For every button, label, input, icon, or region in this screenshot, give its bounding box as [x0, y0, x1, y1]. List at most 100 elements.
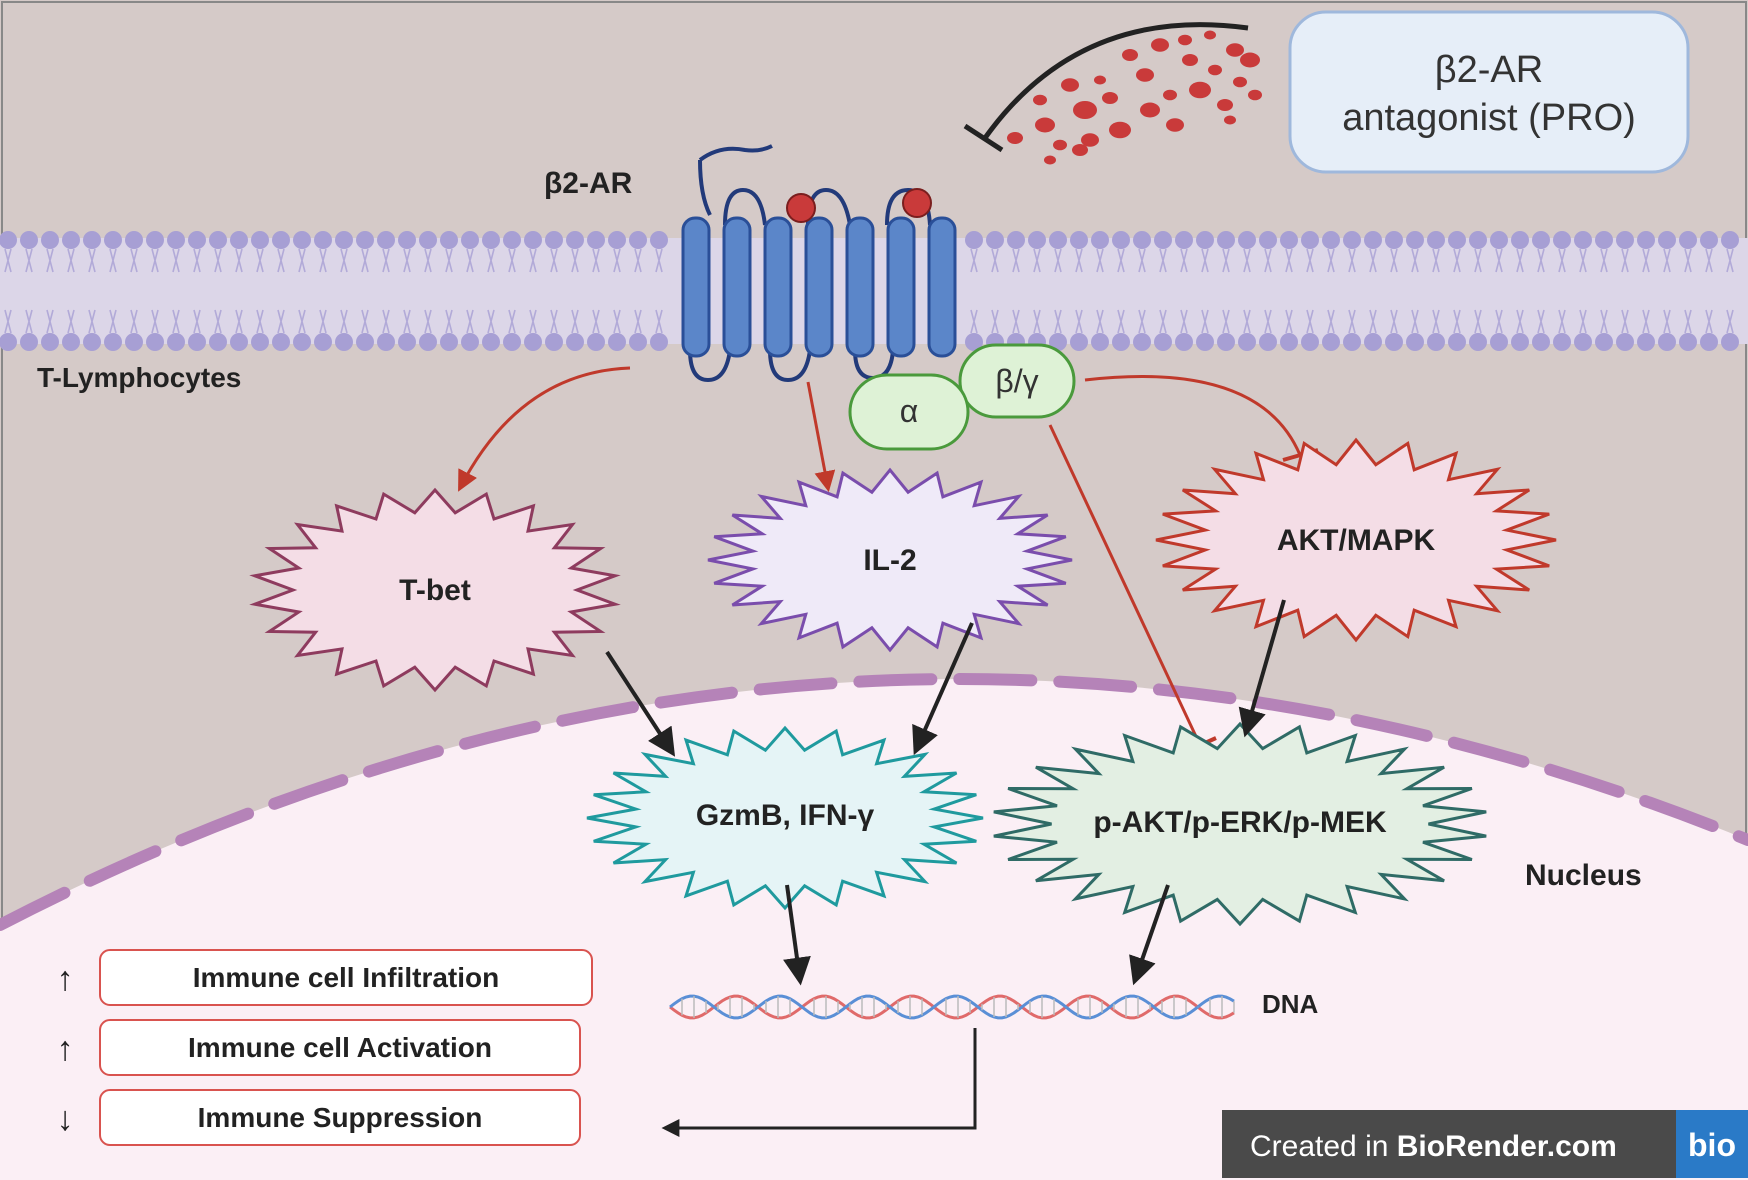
outcome-label: Immune cell Activation: [188, 1032, 492, 1063]
lipid-tail: [1201, 248, 1209, 334]
lipid-head: [1364, 333, 1382, 351]
nuclear-envelope: [0, 673, 1748, 931]
lipid-head: [209, 333, 227, 351]
lipid-head: [1553, 333, 1571, 351]
drug-particle: [1178, 34, 1192, 46]
lipid-tail: [1117, 248, 1125, 334]
lipid-tail: [592, 248, 600, 334]
lipid-head: [1637, 231, 1655, 249]
lipid-head: [1070, 231, 1088, 249]
lipid-tail: [1306, 248, 1314, 334]
lipid-head: [251, 333, 269, 351]
drug-particle: [1166, 118, 1184, 132]
lipid-head: [1700, 231, 1718, 249]
lipid-head: [1532, 333, 1550, 351]
pakt-node-shape: [993, 721, 1487, 927]
lipid-head: [1028, 231, 1046, 249]
lipid-head: [629, 333, 647, 351]
lipid-tail: [151, 248, 159, 334]
lipid-head: [1511, 333, 1529, 351]
lipid-head: [125, 333, 143, 351]
lipid-tail: [655, 248, 663, 334]
lipid-head: [1301, 333, 1319, 351]
lipid-head: [482, 333, 500, 351]
lipid-head: [41, 333, 59, 351]
lipid-head: [1175, 231, 1193, 249]
lipid-head: [1658, 231, 1676, 249]
lipid-tail: [1054, 248, 1062, 334]
lipid-head: [566, 333, 584, 351]
beta2-adrenergic-receptor: [681, 144, 957, 383]
lipid-head: [1280, 333, 1298, 351]
lipid-head: [335, 333, 353, 351]
lipid-head: [20, 231, 38, 249]
lipid-head: [1385, 333, 1403, 351]
lipid-tail: [1642, 248, 1650, 334]
receptor-label: β2-AR: [544, 167, 633, 200]
lipid-tail: [550, 248, 558, 334]
lipid-head: [1154, 333, 1172, 351]
lipid-tail: [1600, 248, 1608, 334]
lipid-head: [188, 333, 206, 351]
lipid-tail: [1285, 248, 1293, 334]
il2-node: IL-2: [863, 544, 916, 577]
lipid-head: [1595, 333, 1613, 351]
lipid-head: [293, 231, 311, 249]
drug-particle: [1233, 76, 1247, 88]
lipid-tail: [4, 248, 12, 334]
antagonist-particles: [1007, 30, 1262, 165]
antagonist-box: [1288, 10, 1690, 174]
lipid-head: [1091, 333, 1109, 351]
drug-particle: [1073, 101, 1097, 119]
drug-particle: [1033, 94, 1047, 106]
lipid-head: [1070, 333, 1088, 351]
lipid-head: [650, 333, 668, 351]
lipid-tail: [1159, 248, 1167, 334]
tbet-node-shape: [249, 487, 621, 693]
lipid-head: [1007, 231, 1025, 249]
inhibit-pakt: [1048, 424, 1202, 746]
lipid-head: [1385, 231, 1403, 249]
lipid-head: [62, 231, 80, 249]
arrow-akt-to-pakt: [1238, 599, 1286, 738]
lipid-head: [20, 333, 38, 351]
g-beta-gamma-label: β/γ: [995, 363, 1038, 399]
lipid-head: [608, 231, 626, 249]
up-arrow-icon: ↑: [57, 960, 74, 998]
lipid-head: [1574, 333, 1592, 351]
drug-particle: [1061, 78, 1079, 92]
lipid-tail: [613, 248, 621, 334]
lipid-head: [104, 333, 122, 351]
lipid-head: [1595, 231, 1613, 249]
lipid-head: [230, 231, 248, 249]
lipid-head: [1679, 333, 1697, 351]
drug-particle: [1248, 89, 1262, 101]
lipid-head: [1217, 333, 1235, 351]
lipid-tail: [46, 248, 54, 334]
lipid-head: [1406, 333, 1424, 351]
lipid-head: [1112, 333, 1130, 351]
lipid-tail: [1621, 248, 1629, 334]
lipid-tail: [1411, 248, 1419, 334]
g-protein: β/γ α: [848, 343, 1076, 451]
lipid-head: [986, 231, 1004, 249]
lipid-head: [272, 333, 290, 351]
lipid-head: [356, 231, 374, 249]
drug-particle: [1140, 102, 1160, 118]
lipid-head: [1637, 333, 1655, 351]
lipid-head: [1532, 231, 1550, 249]
arrow-to-tbet: [458, 366, 631, 492]
lipid-head: [1721, 231, 1739, 249]
arrow-pakt-to-dna: [1129, 884, 1170, 986]
lipid-head: [1574, 231, 1592, 249]
lipid-head: [1700, 333, 1718, 351]
lipid-head: [356, 333, 374, 351]
lipid-tail: [1243, 248, 1251, 334]
lipid-tail: [466, 248, 474, 334]
lipid-head: [83, 231, 101, 249]
lipid-tail: [529, 248, 537, 334]
inhibit-aktmapk: [1084, 375, 1302, 456]
lipid-head: [608, 333, 626, 351]
antagonist-inhibition-arrow: [982, 22, 1249, 140]
lipid-head: [1196, 231, 1214, 249]
